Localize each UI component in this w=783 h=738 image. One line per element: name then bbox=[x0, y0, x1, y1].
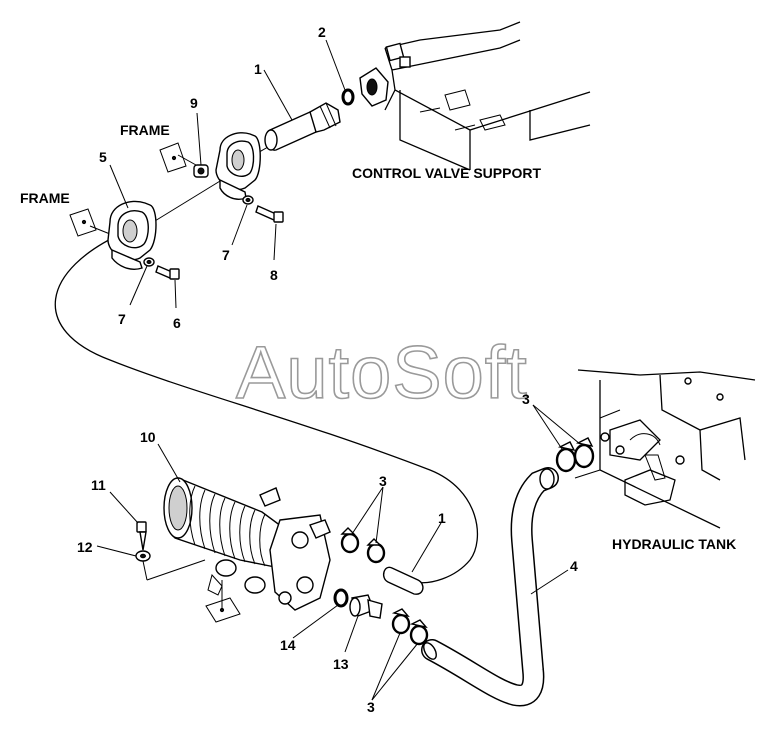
hose-clamp-bottom-a bbox=[391, 608, 411, 635]
pump-10 bbox=[163, 477, 331, 611]
spacer-9 bbox=[193, 164, 209, 178]
hydraulic-line bbox=[54, 231, 479, 584]
washer-7-lower bbox=[143, 257, 155, 267]
control-valve-support-label: CONTROL VALVE SUPPORT bbox=[352, 165, 541, 181]
callout-1-lower: 1 bbox=[438, 510, 446, 526]
hose-clamp-pump-b bbox=[366, 538, 386, 564]
hose-clamp-pump-a bbox=[340, 527, 360, 554]
callout-2: 2 bbox=[318, 24, 326, 40]
frame-label-upper: FRAME bbox=[120, 122, 170, 138]
bolt-8 bbox=[255, 205, 284, 223]
washer-12 bbox=[135, 550, 151, 562]
callout-14: 14 bbox=[280, 637, 296, 653]
callout-3-tank: 3 bbox=[522, 391, 530, 407]
callout-8: 8 bbox=[270, 267, 278, 283]
clamp-bracket-upper bbox=[215, 132, 261, 200]
o-ring-2 bbox=[341, 88, 355, 106]
bolt-leader bbox=[146, 559, 206, 581]
hose-1-lower bbox=[382, 566, 424, 595]
line-joint-clip-to-bracket bbox=[149, 177, 226, 225]
callout-10: 10 bbox=[140, 429, 156, 445]
o-ring-14 bbox=[333, 588, 349, 608]
fitting-13 bbox=[349, 594, 383, 619]
suction-hose-4 bbox=[421, 467, 559, 707]
bolt-6 bbox=[155, 265, 180, 280]
callout-5: 5 bbox=[99, 149, 107, 165]
washer-7-upper bbox=[242, 195, 254, 205]
callout-3-bottom: 3 bbox=[367, 699, 375, 715]
pump-mount-plate bbox=[205, 580, 241, 623]
watermark-text: AutoSoft bbox=[236, 331, 528, 414]
hose-clamp-bottom-b bbox=[409, 619, 429, 646]
hose-clamp-tank-b bbox=[573, 437, 595, 469]
callout-7-upper: 7 bbox=[222, 247, 230, 263]
hose-clamp-tank-a bbox=[555, 441, 577, 473]
leader-lines bbox=[96, 39, 581, 701]
callout-11: 11 bbox=[91, 477, 106, 493]
hose-1-top bbox=[264, 102, 341, 151]
callout-1-top: 1 bbox=[254, 61, 262, 77]
frame-label-left: FRAME bbox=[20, 190, 70, 206]
bolt-11 bbox=[136, 521, 147, 551]
callout-12: 12 bbox=[77, 539, 93, 555]
callout-3-pump: 3 bbox=[379, 473, 387, 489]
clamp-bracket-5 bbox=[107, 200, 157, 270]
callout-13: 13 bbox=[333, 656, 349, 672]
control-valve-support-drawing bbox=[384, 21, 591, 171]
callout-6: 6 bbox=[173, 315, 181, 331]
callout-4: 4 bbox=[570, 558, 578, 574]
callout-9: 9 bbox=[190, 95, 198, 111]
hydraulic-tank-label: HYDRAULIC TANK bbox=[612, 536, 736, 552]
callout-7-lower: 7 bbox=[118, 311, 126, 327]
hydraulic-tank-drawing bbox=[574, 369, 756, 529]
elbow-fitting bbox=[359, 67, 389, 107]
